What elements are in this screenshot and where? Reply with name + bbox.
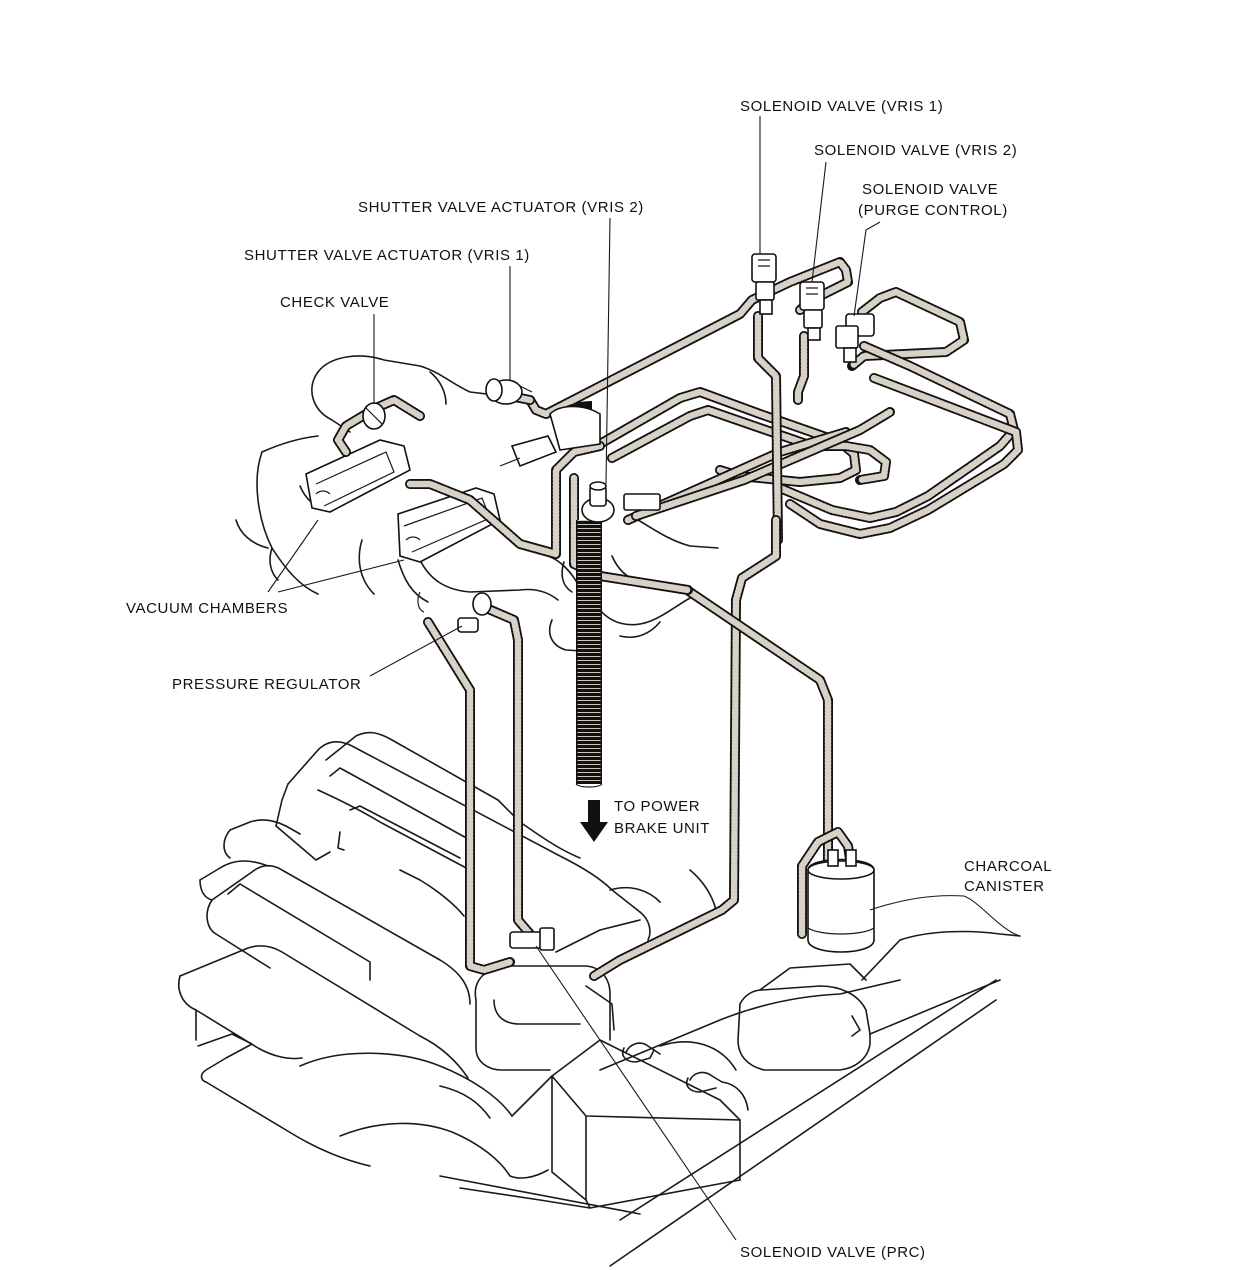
- down-arrow-icon: [580, 800, 608, 842]
- shutter-actuator-vris1-body: [485, 378, 533, 405]
- charcoal-canister-body: [807, 849, 875, 953]
- label-solenoid-valve-vris2: SOLENOID VALVE (VRIS 2): [814, 142, 1018, 159]
- solenoid-vris1-body: [751, 253, 777, 315]
- solenoid-purge-body: [835, 313, 875, 363]
- label-solenoid-valve-purge-line1: SOLENOID VALVE: [862, 181, 999, 198]
- label-pressure-regulator: PRESSURE REGULATOR: [172, 676, 362, 693]
- label-charcoal-line1: CHARCOAL: [964, 858, 1053, 875]
- check-valve-body: [362, 402, 386, 430]
- label-solenoid-valve-vris1: SOLENOID VALVE (VRIS 1): [740, 98, 944, 115]
- intake-throttle-bits: [499, 405, 601, 468]
- shutter-actuator-vris2-body: [581, 481, 661, 523]
- solenoid-prc-body: [509, 927, 555, 951]
- label-to-power-line1: TO POWER: [614, 798, 701, 815]
- label-charcoal-line2: CANISTER: [964, 878, 1045, 895]
- pressure-regulator-body: [417, 591, 492, 633]
- leader-lines: [267, 116, 1021, 1241]
- engine-outline: [178, 355, 1021, 1267]
- vacuum-hoses: [333, 257, 1023, 981]
- label-shutter-valve-actuator-vris2: SHUTTER VALVE ACTUATOR (VRIS 2): [358, 199, 644, 216]
- label-shutter-valve-actuator-vris1: SHUTTER VALVE ACTUATOR (VRIS 1): [244, 247, 530, 264]
- label-vacuum-chambers: VACUUM CHAMBERS: [126, 600, 289, 617]
- label-to-power-line2: BRAKE UNIT: [614, 820, 711, 837]
- label-solenoid-valve-purge-line2: (PURGE CONTROL): [858, 202, 1008, 219]
- label-check-valve: CHECK VALVE: [280, 294, 390, 311]
- label-solenoid-valve-prc: SOLENOID VALVE (PRC): [740, 1244, 926, 1261]
